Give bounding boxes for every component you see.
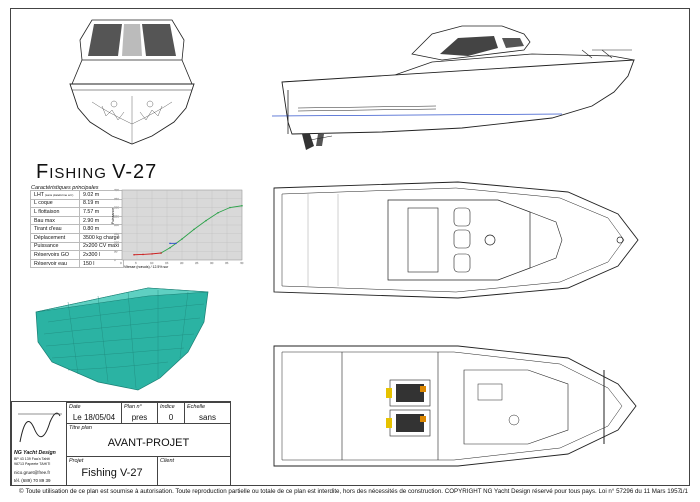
designer-address-1: BP 43 139 Faa'a Tahiti <box>14 457 50 461</box>
chart-x-tick: 30 <box>210 261 214 265</box>
plan-value: pres <box>131 413 148 422</box>
spec-label: LHT (sans plateforme arr.) <box>30 190 80 200</box>
chart-point <box>169 242 171 245</box>
chart-x-tick: 15 <box>165 261 169 265</box>
chart-series-line <box>133 252 162 256</box>
copyright-icon: © <box>19 488 24 495</box>
interior-plan-drawing <box>273 345 637 467</box>
drawing-title: FISHING V-27 <box>36 161 158 183</box>
spec-label: L flottaison <box>30 207 80 217</box>
chart-series-line <box>160 205 243 254</box>
designer-cell: NG Yacht Design BP 43 139 Faa'a Tahiti 9… <box>12 402 67 486</box>
chart-y-tick: 350 <box>114 197 119 201</box>
spec-label: Puissance <box>30 241 80 252</box>
chart-point <box>169 246 171 249</box>
chart-point <box>160 252 162 254</box>
spec-label-note: (sans plateforme arr.) <box>44 192 74 197</box>
spec-label: Réservoir eau <box>30 258 80 269</box>
date-value: Le 18/05/04 <box>72 413 116 422</box>
date-cell: Date Le 18/05/04 <box>66 402 122 424</box>
chart-x-tick: 40 <box>240 261 244 265</box>
designer-email: nico.gruet@free.fr <box>14 470 51 475</box>
chart-point <box>193 228 195 231</box>
deck-plan-drawing <box>273 181 639 299</box>
chart-point <box>142 253 144 256</box>
spec-label: L coque <box>30 198 80 209</box>
indice-value: 0 <box>168 413 174 422</box>
echelle-value: sans <box>199 413 216 422</box>
chart-x-tick: 35 <box>225 261 229 265</box>
page-number: 1/1 <box>679 488 688 495</box>
chart-x-tick: 5 <box>135 261 137 265</box>
titre-value: AVANT-PROJET <box>107 437 190 449</box>
titre-cell: Titre plan AVANT-PROJET <box>66 423 231 457</box>
chart-x-tick: 20 <box>180 261 184 265</box>
client-cell: Client <box>157 456 231 486</box>
spec-label: Bau max <box>30 215 80 226</box>
chart-point <box>151 253 153 255</box>
side-profile-drawing <box>271 25 635 150</box>
chart-y-tick: 300 <box>114 206 119 210</box>
chart-xlabel: Vitesse (nœuds) / 12.5% sur <box>124 265 169 269</box>
front-view-drawing <box>69 19 195 145</box>
chart-y-tick: 100 <box>114 241 119 245</box>
chart-point <box>205 219 207 222</box>
chart-y-tick: 50 <box>114 249 118 253</box>
projet-label: Projet <box>69 458 84 464</box>
chart-point <box>217 211 219 214</box>
chart-x-tick: 10 <box>150 261 154 265</box>
chart-x-tick: 25 <box>195 261 199 265</box>
engine-port <box>386 379 431 407</box>
chart-y-tick: 0 <box>114 258 116 262</box>
client-label: Client <box>160 458 175 464</box>
chart-y-tick: 250 <box>114 214 119 218</box>
chart-y-tick: 200 <box>114 223 119 227</box>
chart-x-tick: 0 <box>120 261 122 265</box>
footer-notice: ©Toute utilisation de ce plan est soumis… <box>0 488 700 495</box>
spec-label: Tirant d'eau <box>30 224 80 234</box>
chart-ylabel: Puissance <box>111 208 115 224</box>
engine-starboard <box>386 409 431 437</box>
plan-cell: Plan n° pres <box>121 402 158 424</box>
projet-value: Fishing V-27 <box>81 467 143 479</box>
chart-point <box>241 204 243 207</box>
chart-point <box>181 238 183 240</box>
chart-y-tick: 400 <box>114 188 119 192</box>
ng-logo <box>18 412 62 443</box>
designer-name: NG Yacht Design <box>14 450 56 456</box>
title-block: NG Yacht Design BP 43 139 Faa'a Tahiti 9… <box>11 401 231 486</box>
chart-point <box>229 206 231 209</box>
footer-text: Toute utilisation de ce plan est soumise… <box>25 488 681 495</box>
hull-3d-render <box>35 287 209 391</box>
indice-cell: Indice 0 <box>157 402 185 424</box>
titre-label: Titre plan <box>69 425 92 431</box>
spec-label: Réservoirs GO <box>30 250 80 260</box>
sheet-border <box>10 8 690 486</box>
echelle-cell: Echelle sans <box>184 402 231 424</box>
spec-label: Déplacement <box>30 232 80 243</box>
spec-value: 150 l <box>79 258 124 269</box>
specs-heading: Caractéristiques principales <box>31 185 99 191</box>
plan-label: Plan n° <box>124 404 142 410</box>
chart-point <box>175 242 177 245</box>
designer-tel: tél. (689) 70 89 39 <box>14 478 51 483</box>
indice-label: Indice <box>160 404 175 410</box>
date-label: Date <box>69 404 81 410</box>
chart-y-tick: 150 <box>114 232 119 236</box>
designer-address-2: 98713 Papeete TAHITI <box>14 462 51 466</box>
projet-cell: Projet Fishing V-27 <box>66 456 158 486</box>
chart-point <box>133 253 135 256</box>
echelle-label: Echelle <box>187 404 206 410</box>
